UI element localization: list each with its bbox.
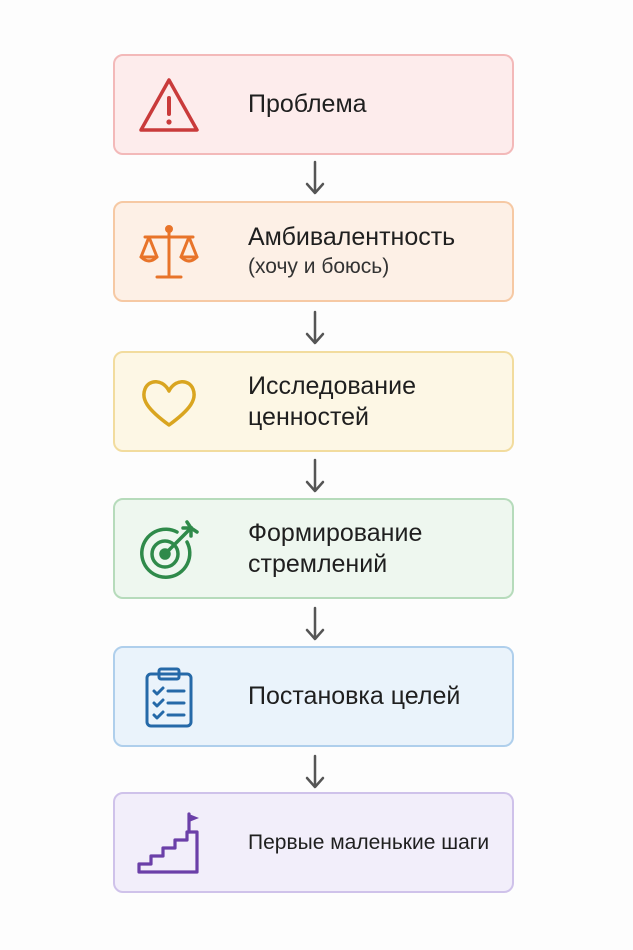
heart-icon xyxy=(137,371,201,435)
arrow-down-icon xyxy=(300,752,330,792)
step-values: Исследование ценностей xyxy=(113,351,514,452)
scales-icon xyxy=(137,221,201,285)
step-label: Постановка целей xyxy=(248,682,461,710)
step-sublabel: (хочу и боюсь) xyxy=(248,255,390,278)
step-problem: Проблема xyxy=(113,54,514,155)
clipboard-checklist-icon xyxy=(137,666,201,730)
step-aspirations: Формирование стремлений xyxy=(113,498,514,599)
step-label-line-1: Исследование xyxy=(248,371,416,400)
arrow-down-icon xyxy=(300,308,330,348)
step-label-line-2: ценностей xyxy=(248,402,369,431)
step-goal-setting: Постановка целей xyxy=(113,646,514,747)
arrow-down-icon xyxy=(300,456,330,496)
warning-icon xyxy=(137,74,201,138)
step-label: Проблема xyxy=(248,90,367,118)
arrow-down-icon xyxy=(300,604,330,644)
stairs-flag-icon xyxy=(137,812,201,876)
step-label: Амбивалентность xyxy=(248,223,456,251)
step-label: Первые маленькие шаги xyxy=(248,831,490,854)
target-icon xyxy=(137,518,201,582)
step-label-line-1: Формирование xyxy=(248,518,423,547)
step-label-line-2: стремлений xyxy=(248,549,388,578)
step-ambivalence: Амбивалентность (хочу и боюсь) xyxy=(113,201,514,302)
arrow-down-icon xyxy=(300,158,330,198)
step-first-small-steps: Первые маленькие шаги xyxy=(113,792,514,893)
